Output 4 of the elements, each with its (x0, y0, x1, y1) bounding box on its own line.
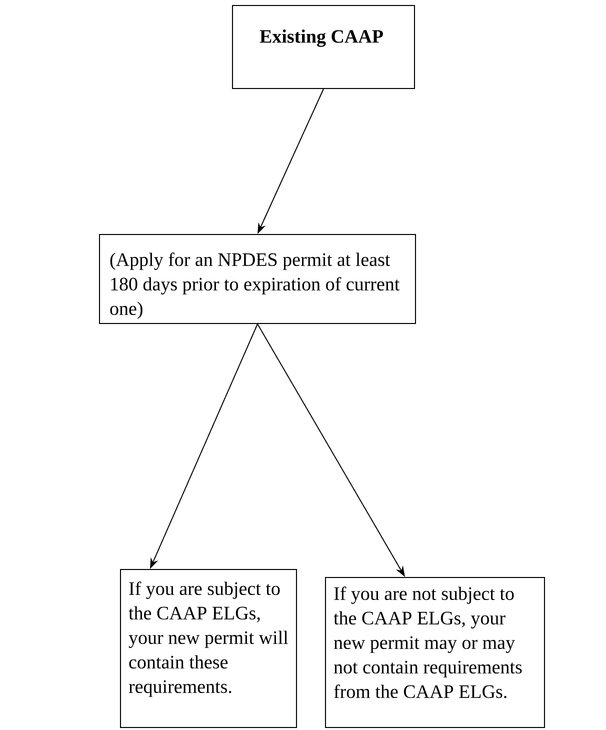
process-box: If you are subject to the CAAP ELGs, your new permit will contain these requirements. (120, 569, 297, 728)
process-box: (Apply for an NPDES permit at least 180 days prior to expiration of current one) (99, 234, 416, 324)
process-box: Existing CAAP (232, 5, 415, 89)
process-box: If you are not subject to the CAAP ELGs, your new permit may or may not contain requirements from the CAAP ELGs. (325, 577, 545, 728)
